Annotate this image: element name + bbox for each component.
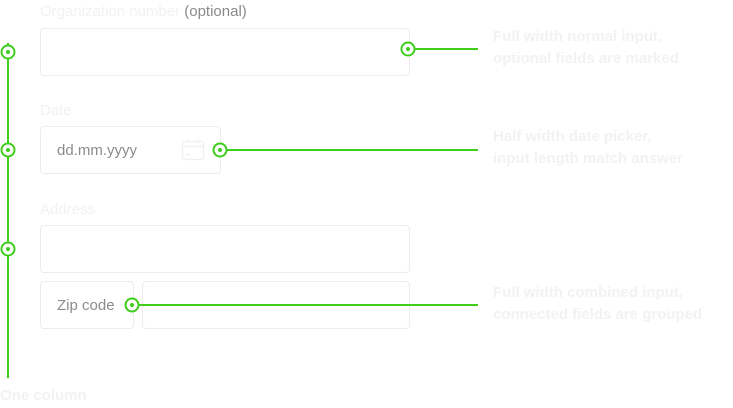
optional-marker: (optional) <box>184 3 247 20</box>
note-full-width-line-2: optional fields are marked <box>493 50 679 67</box>
note-combined: Full width combined input, connected fie… <box>493 282 702 326</box>
calendar-icon[interactable] <box>181 138 205 162</box>
date-placeholder: dd.mm.yyyy <box>57 142 138 159</box>
date-label: Date <box>40 102 72 119</box>
note-full-width: Full width normal input, optional fields… <box>493 26 679 70</box>
address-input[interactable] <box>40 225 410 273</box>
zip-code-input[interactable]: Zip code <box>40 281 134 329</box>
address-label: Address <box>40 201 96 218</box>
zip-code-placeholder: Zip code <box>57 297 115 314</box>
column-label: One column <box>0 387 87 404</box>
note-combined-line-2: connected fields are grouped <box>493 306 703 323</box>
note-half-width-line-2: input length match answer <box>493 150 684 167</box>
org-number-label: Organization number (optional) <box>40 3 247 20</box>
date-picker-input[interactable]: dd.mm.yyyy <box>40 126 221 174</box>
org-number-input[interactable] <box>40 28 410 76</box>
org-number-label-text: Organization number <box>40 3 181 20</box>
note-half-width: Half width date picker, input length mat… <box>493 126 683 170</box>
note-half-width-line-1: Half width date picker, <box>493 128 652 145</box>
note-full-width-line-1: Full width normal input, <box>493 28 663 45</box>
note-combined-line-1: Full width combined input, <box>493 284 683 301</box>
